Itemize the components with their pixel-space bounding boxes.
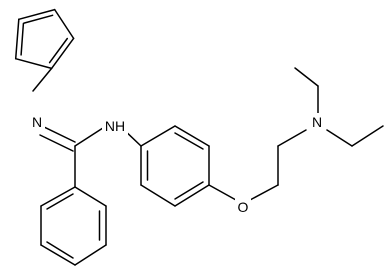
imine-nitrogen-label: N [32, 114, 42, 130]
amidine-core [74, 125, 107, 188]
amine-nh-label: NH [105, 118, 125, 134]
para-phenylene-ring [119, 125, 210, 207]
tertiary-nitrogen-label: N [312, 114, 322, 130]
ether-oxygen-atom: O [235, 198, 251, 216]
diethylamino-group [294, 67, 384, 147]
imine-nitrogen-atom: N [29, 113, 45, 131]
tertiary-nitrogen-atom: N [309, 113, 325, 131]
ether-linker [208, 129, 307, 201]
ether-oxygen-label: O [238, 199, 249, 215]
lower-phenyl-ring [40, 186, 107, 266]
amine-nh-atom: NH [102, 117, 128, 135]
imine-group [32, 67, 76, 152]
top-phenyl-ring [14, 8, 75, 70]
